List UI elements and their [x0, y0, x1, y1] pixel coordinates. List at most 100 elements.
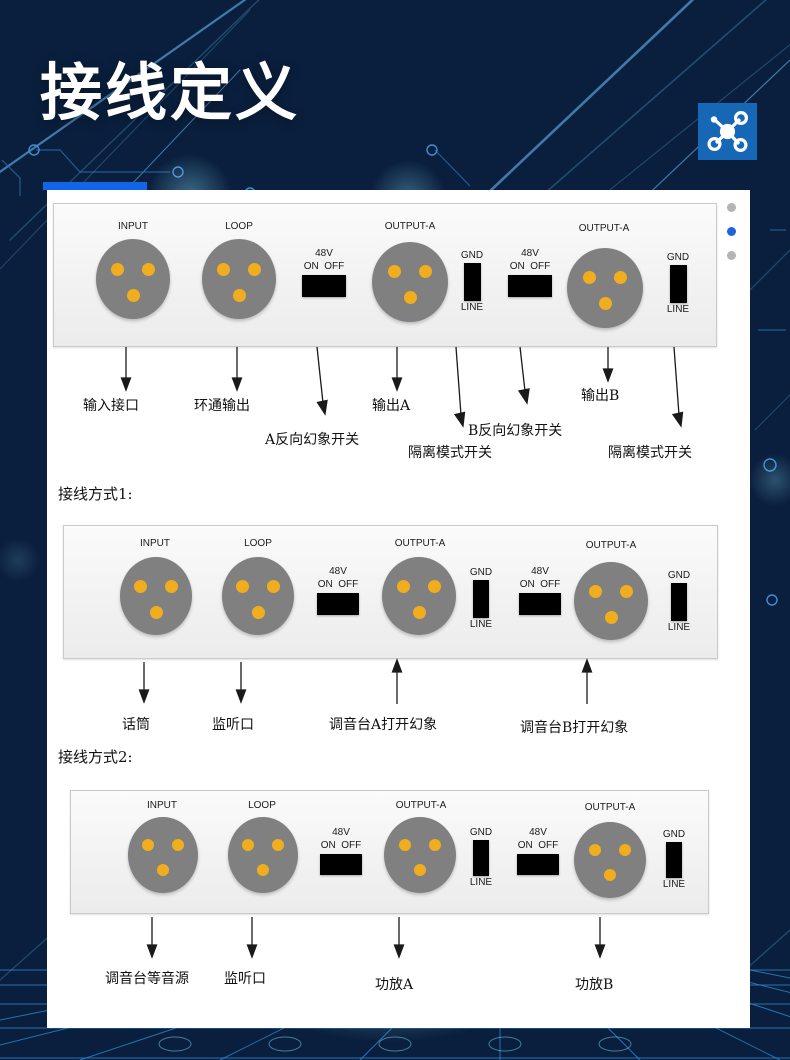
- annotation-label-b-reverse-phantom: B反向幻象开关: [468, 423, 563, 439]
- phantom-onoff-a-w2: ON OFF: [309, 840, 373, 853]
- phantom-on-a-w2: ON: [320, 839, 336, 851]
- port-label-loop: LOOP: [225, 221, 253, 232]
- isolation-switch-b[interactable]: GND LINE: [658, 252, 698, 316]
- annotation-arrows-definition: [120, 346, 684, 428]
- line-label-a: LINE: [460, 302, 484, 313]
- xlr-port-output-b: [567, 248, 643, 328]
- annotation-label-output-a: 输出A: [372, 398, 411, 414]
- phantom-label-a-w1: 48V: [329, 566, 347, 577]
- phantom-switch-b-w2[interactable]: 48V ON OFF: [506, 827, 570, 875]
- gnd-label-b-w2: GND: [662, 829, 686, 840]
- phantom-switch-body-b-w1[interactable]: [519, 593, 561, 615]
- line-label-b-w2: LINE: [662, 879, 686, 890]
- phantom-off-b-w2: OFF: [538, 839, 559, 851]
- isolation-switch-b-w2[interactable]: GND LINE: [654, 829, 694, 891]
- section-title-wiring-method-1: 接线方式1:: [58, 485, 133, 503]
- annotation-label-a-reverse-phantom: A反向幻象开关: [265, 432, 360, 448]
- xlr-port-loop: [202, 239, 276, 319]
- line-label-b-w1: LINE: [667, 622, 691, 633]
- isolation-switch-body-b[interactable]: [669, 265, 687, 303]
- phantom-off-b-w1: OFF: [540, 578, 561, 590]
- phantom-on-a-w1: ON: [317, 578, 333, 590]
- phantom-off-b: OFF: [530, 260, 551, 272]
- phantom-onoff-b: ON OFF: [497, 261, 563, 274]
- port-label-input-w2: INPUT: [147, 800, 177, 811]
- phantom-onoff-b-w1: ON OFF: [507, 579, 573, 592]
- xlr-port-input: [96, 239, 170, 319]
- annotation-label-amplifier-a: 功放A: [375, 977, 414, 993]
- pagination-dot-3[interactable]: [727, 251, 736, 260]
- phantom-on-a: ON: [303, 260, 319, 272]
- xlr-port-input-w1: [120, 557, 192, 635]
- gnd-label-a-w2: GND: [469, 827, 493, 838]
- xlr-port-output-a: [372, 242, 448, 322]
- isolation-switch-body-b-w2[interactable]: [666, 842, 682, 878]
- phantom-label-b: 48V: [521, 248, 539, 259]
- pagination-dot-1[interactable]: [727, 203, 736, 212]
- gnd-label-a-w1: GND: [469, 567, 493, 578]
- port-label-output-b: OUTPUT-A: [578, 223, 630, 234]
- isolation-switch-body-a-w1[interactable]: [473, 580, 489, 618]
- port-label-input: INPUT: [118, 221, 148, 232]
- port-label-output-a: OUTPUT-A: [384, 221, 436, 232]
- section-title-wiring-method-2: 接线方式2:: [58, 748, 133, 766]
- isolation-switch-body-a[interactable]: [463, 263, 481, 301]
- xlr-port-output-a-w2: [384, 817, 456, 893]
- page-header: 接线定义: [0, 0, 790, 195]
- line-label-a-w1: LINE: [469, 619, 493, 630]
- gnd-label-b: GND: [666, 252, 690, 263]
- line-label-b: LINE: [666, 304, 690, 315]
- isolation-switch-a[interactable]: GND LINE: [452, 250, 492, 314]
- device-panel-definition: INPUT LOOP 48V ON OFF OUTPUT-A: [53, 203, 717, 347]
- annotation-label-isolation-b: 隔离模式开关: [608, 445, 692, 461]
- xlr-port-loop-w2: [228, 817, 298, 893]
- pagination-dot-2-active[interactable]: [727, 227, 736, 236]
- phantom-switch-b[interactable]: 48V ON OFF: [497, 248, 563, 297]
- xlr-port-input-w2: [128, 817, 198, 893]
- phantom-switch-b-w1[interactable]: 48V ON OFF: [507, 566, 573, 615]
- port-label-output-b-w1: OUTPUT-A: [585, 540, 637, 551]
- phantom-on-b-w2: ON: [517, 839, 533, 851]
- port-label-input-w1: INPUT: [140, 538, 170, 549]
- phantom-on-b-w1: ON: [519, 578, 535, 590]
- isolation-switch-a-w2[interactable]: GND LINE: [461, 827, 501, 889]
- pagination-dots[interactable]: [720, 190, 750, 300]
- phantom-switch-a-w1[interactable]: 48V ON OFF: [305, 566, 371, 615]
- gnd-label-a: GND: [460, 250, 484, 261]
- phantom-off-a: OFF: [324, 260, 345, 272]
- phantom-switch-a[interactable]: 48V ON OFF: [291, 248, 357, 297]
- phantom-switch-body-b-w2[interactable]: [517, 854, 559, 875]
- phantom-switch-body-a[interactable]: [302, 275, 346, 297]
- annotation-label-input-port: 输入接口: [83, 398, 139, 414]
- isolation-switch-body-b-w1[interactable]: [671, 583, 687, 621]
- phantom-off-a-w1: OFF: [338, 578, 359, 590]
- network-hub-icon: [698, 103, 757, 160]
- xlr-port-output-b-w1: [574, 562, 648, 640]
- phantom-switch-body-b[interactable]: [508, 275, 552, 297]
- line-label-a-w2: LINE: [469, 877, 493, 888]
- xlr-port-output-a-w1: [382, 557, 456, 635]
- annotation-label-monitor-port-w2: 监听口: [224, 971, 266, 987]
- annotation-arrows-wiring-2: [146, 917, 606, 959]
- isolation-switch-a-w1[interactable]: GND LINE: [461, 567, 501, 631]
- annotation-label-microphone: 话筒: [122, 717, 150, 733]
- annotation-label-monitor-port-w1: 监听口: [212, 717, 254, 733]
- phantom-switch-a-w2[interactable]: 48V ON OFF: [309, 827, 373, 875]
- device-panel-wiring-2: INPUT LOOP 48V ON OFF OUTPUT-A GND: [70, 790, 709, 914]
- phantom-switch-body-a-w2[interactable]: [320, 854, 362, 875]
- phantom-label-b-w1: 48V: [531, 566, 549, 577]
- annotation-label-mixer-a-phantom: 调音台A打开幻象: [329, 717, 438, 733]
- phantom-on-b: ON: [509, 260, 525, 272]
- annotation-label-isolation-a: 隔离模式开关: [408, 445, 492, 461]
- annotation-arrows-wiring-1: [138, 658, 593, 704]
- isolation-switch-body-a-w2[interactable]: [473, 840, 489, 876]
- title-accent-bar: [43, 182, 147, 190]
- phantom-label-b-w2: 48V: [529, 827, 547, 838]
- isolation-switch-b-w1[interactable]: GND LINE: [659, 570, 699, 634]
- phantom-label-a: 48V: [315, 248, 333, 259]
- port-label-loop-w1: LOOP: [244, 538, 272, 549]
- annotation-label-loop-output: 环通输出: [194, 398, 250, 414]
- port-label-output-a-w1: OUTPUT-A: [394, 538, 446, 549]
- annotation-label-amplifier-b: 功放B: [575, 977, 614, 993]
- phantom-switch-body-a-w1[interactable]: [317, 593, 359, 615]
